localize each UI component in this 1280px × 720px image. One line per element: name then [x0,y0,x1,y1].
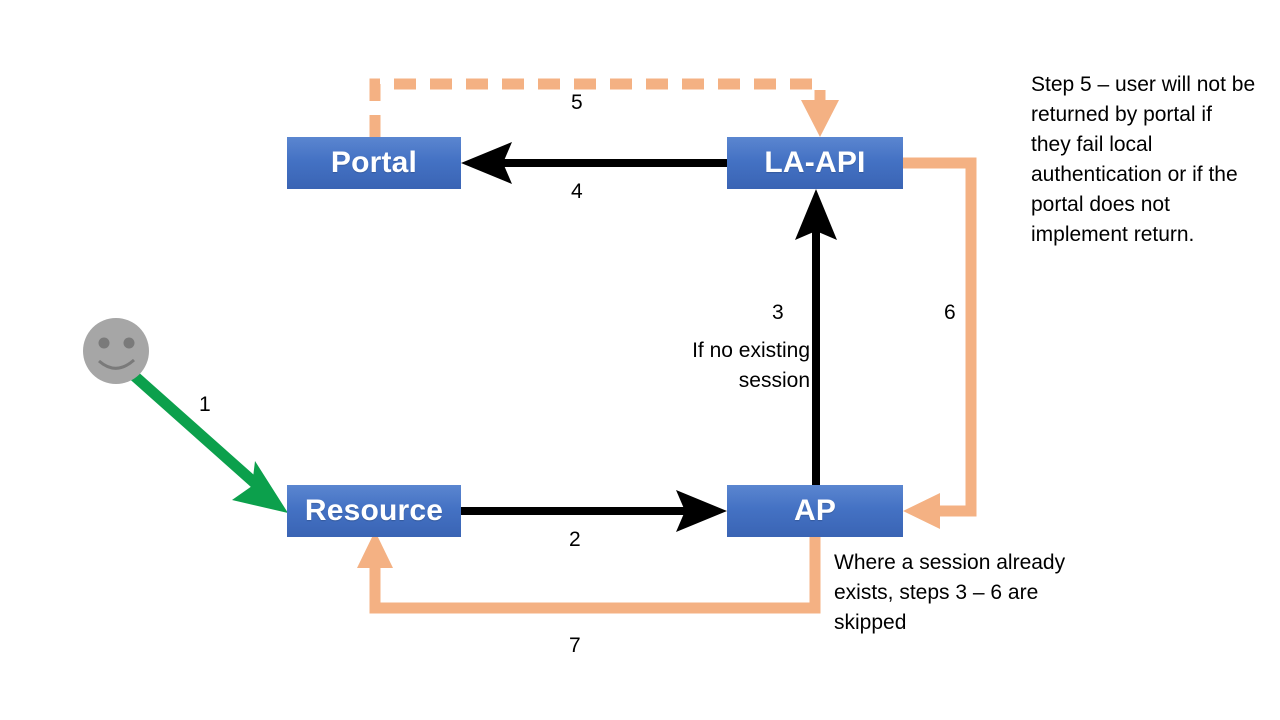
connector-step-4 [461,142,727,184]
step-7-label: 7 [569,634,581,657]
connector-step-1 [126,367,288,513]
node-resource[interactable]: Resource [287,485,461,537]
connector-step-5 [369,78,839,137]
connector-step-3 [795,189,837,485]
connector-step-7 [357,531,821,614]
step-2-label: 2 [569,528,581,551]
node-ap[interactable]: AP [727,485,903,537]
step-3-label: 3 [772,301,784,324]
step-4-label: 4 [571,180,583,203]
step-5-label: 5 [571,91,583,114]
node-portal-label: Portal [330,146,418,179]
node-portal[interactable]: Portal [287,137,461,189]
node-la-api[interactable]: LA-API [727,137,903,189]
node-ap-label: AP [793,494,837,527]
step-1-label: 1 [199,393,211,416]
note-step-5: Step 5 – user will not be returned by po… [1031,73,1256,246]
connector-step-6 [903,157,977,529]
node-resource-label: Resource [304,494,444,527]
step-6-label: 6 [944,301,956,324]
connector-step-2 [461,490,727,532]
note-existing-session: Where a session already exists, steps 3 … [834,551,1066,634]
note-no-existing-session: If no existing session [692,339,810,392]
user-avatar-smiley-icon [83,318,149,384]
node-la-api-label: LA-API [764,146,866,179]
